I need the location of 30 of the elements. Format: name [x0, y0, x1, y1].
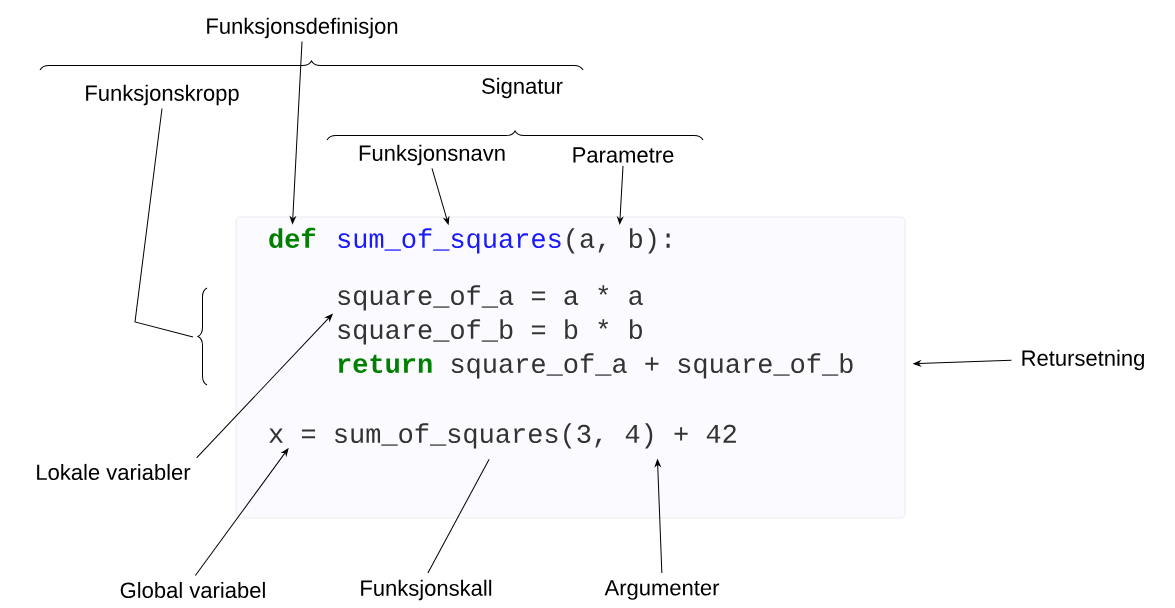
arrow	[431, 167, 450, 225]
arrow	[194, 448, 289, 576]
code-text: sum_of_squares(3, 4)	[335, 423, 653, 449]
annotation-label: Funksjonsnavn	[359, 144, 505, 166]
code-panel	[235, 216, 906, 519]
annotation-label: Funksjonskall	[361, 579, 492, 601]
code-text: square_of_b = b * b	[338, 319, 642, 345]
annotation-label: Retursetning	[1022, 349, 1144, 371]
leader-line	[134, 107, 194, 338]
arrow	[290, 40, 303, 224]
annotation-label: Funksjonsdefinisjon	[207, 17, 398, 39]
arrow	[617, 165, 624, 225]
annotation-label: Funksjonskropp	[86, 84, 239, 106]
annotation-label: Parametre	[573, 147, 674, 163]
arrow	[913, 359, 1012, 367]
annotation-label: Global variabel	[120, 581, 265, 599]
arrow	[654, 459, 663, 574]
code-text: + 42	[674, 424, 736, 443]
code-text: def	[269, 227, 316, 249]
annotation-label: Signatur	[482, 77, 563, 99]
leader-line	[427, 458, 490, 574]
annotation-label: Argumenter	[604, 580, 720, 600]
code-text: return	[338, 354, 432, 374]
code-text: sum_of_squares	[338, 228, 561, 254]
arrow	[196, 314, 333, 459]
code-text: x =	[269, 428, 316, 443]
code-text: (a, b):	[567, 228, 670, 254]
annotation-label: Lokale variabler	[37, 463, 191, 481]
code-text: square_of_a = a * a	[338, 285, 643, 311]
code-text: square_of_a + square_of_b	[451, 353, 853, 379]
